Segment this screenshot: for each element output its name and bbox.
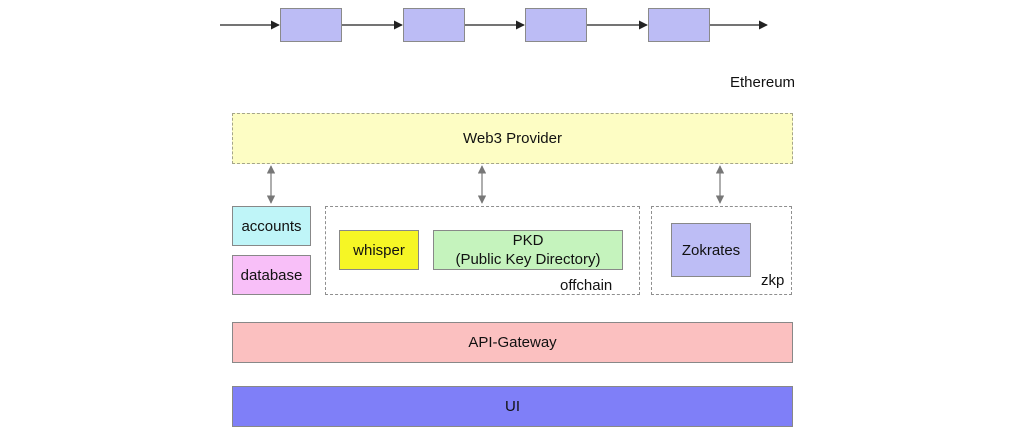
offchain-label: offchain: [560, 277, 613, 294]
offchain-group: [325, 206, 640, 295]
database-label: database: [240, 266, 303, 284]
ethereum-label: Ethereum: [730, 74, 796, 91]
web3-provider-label: Web3 Provider: [463, 130, 562, 147]
ui-label: UI: [505, 398, 520, 415]
api-gateway-box: API-Gateway: [232, 322, 793, 363]
whisper-label: whisper: [353, 241, 405, 259]
accounts-label: accounts: [241, 217, 302, 235]
accounts-box: accounts: [232, 206, 311, 246]
ui-box: UI: [232, 386, 793, 427]
zkp-label: zkp: [761, 272, 785, 289]
chain-block-1: [280, 8, 342, 42]
chain-block-2: [403, 8, 465, 42]
web3-provider-box: Web3 Provider: [232, 113, 793, 164]
zkp-group: [651, 206, 792, 295]
whisper-box: whisper: [339, 230, 419, 270]
chain-block-4: [648, 8, 710, 42]
api-gateway-label: API-Gateway: [468, 334, 557, 351]
chain-block-3: [525, 8, 587, 42]
database-box: database: [232, 255, 311, 295]
pkd-label: PKD: [512, 232, 544, 249]
pkd-box: PKD (Public Key Directory): [433, 230, 623, 270]
pkd-description: (Public Key Directory): [455, 251, 601, 268]
zokrates-box: Zokrates: [671, 223, 751, 277]
zokrates-label: Zokrates: [681, 241, 741, 259]
